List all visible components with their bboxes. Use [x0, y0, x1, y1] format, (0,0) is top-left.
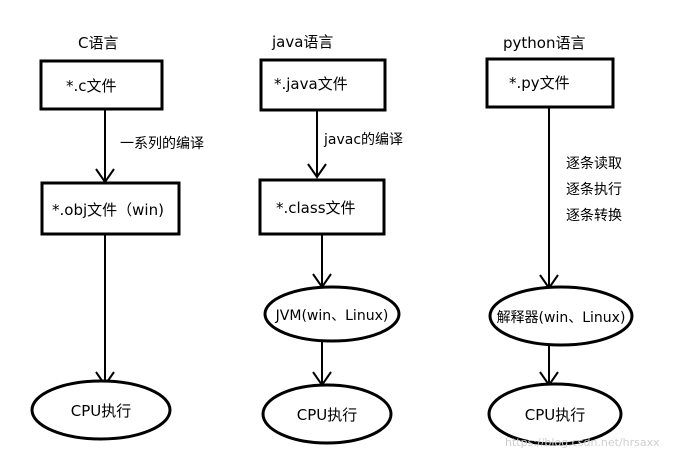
java-source-file-label: *.java文件 [274, 75, 348, 93]
python-title: python语言 [503, 34, 585, 52]
c-step1-label: 一系列的编译 [120, 136, 204, 152]
column-python: python语言 *.py文件 逐条读取 逐条执行 逐条转换 解释器(win、L… [485, 34, 634, 446]
java-execution-ellipse [261, 383, 393, 445]
c-source-file-box [39, 59, 164, 111]
python-execution-label: CPU执行 [525, 406, 586, 424]
java-source-file-box [259, 58, 387, 112]
java-runtime-ellipse [263, 285, 401, 343]
python-step-read: 逐条读取 [566, 155, 622, 172]
python-source-file-box [485, 57, 615, 109]
python-execution-ellipse [487, 382, 623, 446]
c-execution-ellipse [30, 379, 172, 441]
column-java: java语言 *.java文件 javac的编译 *.class文件 JVM(w… [258, 33, 403, 445]
java-intermediate-label: *.class文件 [276, 199, 356, 217]
c-source-file-label: *.c文件 [66, 77, 117, 95]
python-step-convert: 逐条转换 [566, 207, 622, 224]
python-runtime-ellipse [488, 285, 634, 347]
python-source-file-label: *.py文件 [509, 74, 570, 92]
c-execution-label: CPU执行 [71, 402, 132, 420]
c-title: C语言 [78, 34, 118, 52]
python-runtime-label: 解释器(win、Linux) [497, 310, 626, 326]
column-c: C语言 *.c文件 一系列的编译 *.obj文件（win) CPU执行 [30, 34, 204, 441]
c-intermediate-label: *.obj文件（win) [52, 201, 164, 219]
java-title: java语言 [271, 33, 333, 51]
watermark-text: https://blog.csdn.net/hrsaxx [505, 436, 660, 449]
java-execution-label: CPU执行 [297, 406, 358, 424]
java-runtime-label: JVM(win、Linux) [275, 308, 389, 324]
java-arrow-1-head [307, 163, 327, 179]
c-intermediate-box [40, 181, 181, 236]
java-step1-label: javac的编译 [323, 132, 403, 148]
python-step-execute: 逐条执行 [566, 181, 622, 198]
